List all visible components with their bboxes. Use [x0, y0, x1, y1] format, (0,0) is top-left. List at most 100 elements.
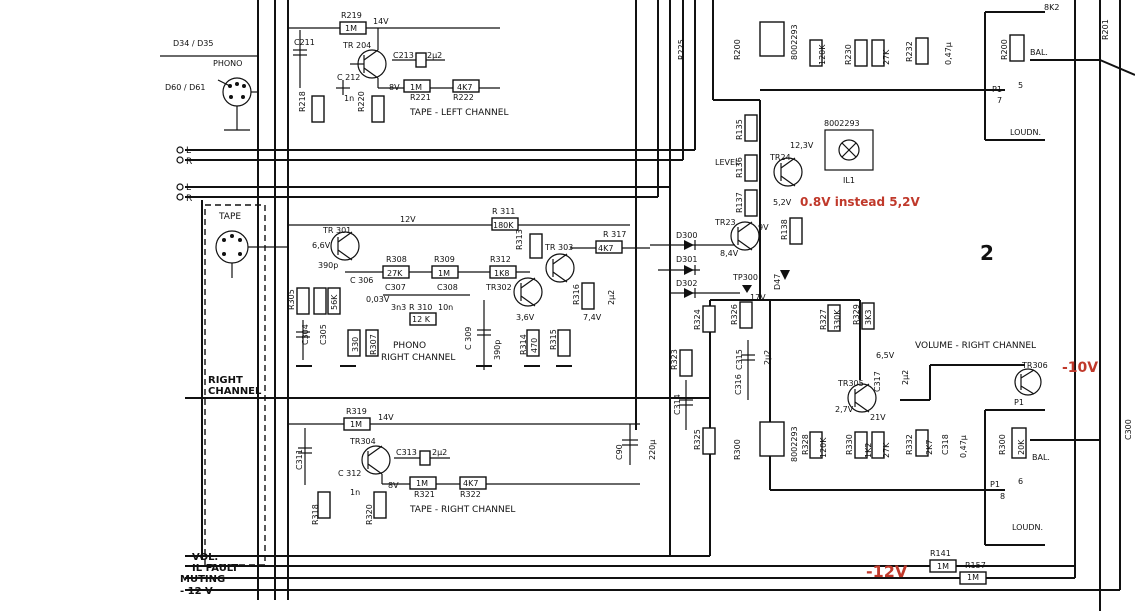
tr306-label: TR306 [1021, 361, 1048, 370]
level-label: LEVEL [715, 158, 740, 167]
r322-value: 4K7 [463, 479, 478, 488]
c317-value: 2μ2 [901, 370, 910, 385]
c218-value: 0,47μ [944, 42, 953, 65]
c316-label: C316 [734, 374, 743, 395]
c305-label: C305 [319, 324, 328, 345]
r331-value: 27K [882, 442, 891, 458]
r222-value: 4K7 [457, 83, 472, 92]
tr24-v52: 5,2V [773, 198, 792, 207]
c315-label: C315 [735, 349, 744, 370]
bus-label-r1: R [186, 157, 192, 167]
c318-value: 0,47μ [959, 435, 968, 458]
r218-label: R218 [298, 91, 307, 112]
il-fault-bus-label: IL FAULT [192, 563, 239, 574]
tr204-v8: 8V [389, 83, 400, 92]
r327-label: R327 [819, 309, 828, 330]
r312-value: 1K8 [494, 269, 509, 278]
r136-label: R136 [735, 157, 744, 178]
c312-label: C 312 [338, 469, 361, 478]
phono-stage: 12V TR 301 6,6V R 311 180K R313 TR 303 R… [287, 207, 650, 370]
r308-label: R308 [386, 255, 407, 264]
loudn-label-top: LOUDN. [1010, 128, 1041, 137]
r329-value: 3K3 [864, 310, 873, 325]
r313-label: R313 [515, 229, 524, 250]
tape-connector-shield [204, 204, 266, 566]
c3xx-value: 2μ2 [607, 290, 616, 305]
c315-value: 2μ2 [763, 350, 772, 365]
measure-bus: -12V [866, 562, 908, 581]
phono-v003: 0,03V [366, 295, 390, 304]
tr304-v14: 14V [378, 413, 394, 422]
r318-label: R318 [311, 504, 320, 525]
c307-value: 3n3 [391, 303, 406, 312]
c308-value: 10n [438, 303, 453, 312]
tr305-v65: 6,5V [876, 351, 895, 360]
r316-v: 7,4V [583, 313, 602, 322]
d302-label: D302 [676, 279, 697, 288]
phono-title: PHONO [393, 341, 426, 351]
r200b-label: R200 [1000, 39, 1009, 60]
r135-label: R135 [735, 119, 744, 140]
r309-label: R309 [434, 255, 455, 264]
r317-label: R 317 [603, 230, 626, 239]
tr204-label: TR 204 [342, 41, 371, 50]
pin6-label: 6 [1018, 477, 1023, 486]
r327-value: 330K [833, 309, 842, 330]
left-volume-stage: R200 8002293 120K R230 27K R232 0,47μ R2… [677, 3, 1110, 137]
r314-label: R314 [519, 334, 528, 355]
r141-value: 1M [937, 562, 949, 571]
r228-value: 120K [818, 44, 827, 65]
measure-tr24: 0.8V instead 5,2V [800, 195, 921, 209]
tr23-v: 8,4V [720, 249, 739, 258]
p1-top-label: P1 [992, 85, 1002, 94]
r330b-label: R330 [845, 434, 854, 455]
tape-connector-label: TAPE [218, 212, 241, 222]
c317-label: C317 [873, 371, 882, 392]
c318-label: C318 [941, 434, 950, 455]
r315-label: R315 [549, 329, 558, 350]
pin7-label: 7 [997, 96, 1002, 105]
r319-value: 1M [350, 420, 362, 429]
pin8-label: 8 [1000, 492, 1005, 501]
right-channel-label-2: CHANNEL [208, 386, 262, 397]
r230-label: R230 [844, 44, 853, 65]
tp300-v: 17V [750, 293, 766, 302]
p1-bottom-label: P1 [990, 480, 1000, 489]
r321-label: R321 [414, 490, 435, 499]
r306-value: 56K [330, 294, 339, 310]
vol-bus-label: VOL. [192, 552, 218, 563]
loudn-label-bottom: LOUDN. [1012, 523, 1043, 532]
tape-right-stage: R319 1M 14V TR304 C311 C 312 1n C313 2μ2… [288, 407, 657, 525]
r219-label: R219 [341, 11, 362, 20]
r322-label: R322 [460, 490, 481, 499]
r137-label: R137 [735, 192, 744, 213]
bus-label-r2: R [186, 194, 192, 204]
c306-value: 390p [318, 261, 338, 270]
pin5-label: 5 [1018, 81, 1023, 90]
r332-value: 2K7 [925, 440, 934, 455]
bus-labels: L R L R [176, 146, 192, 204]
bal-label-bottom: BAL. [1032, 453, 1050, 462]
c304-label: C304 [301, 324, 310, 345]
c212-label: C 212 [337, 73, 360, 82]
tr304-v8: 8V [388, 481, 399, 490]
r138-label: R138 [780, 219, 789, 240]
tp300-label: TP300 [732, 273, 758, 282]
c307-label: C307 [385, 283, 406, 292]
tr24-label: TR24 [769, 153, 791, 162]
r309-value: 1M [438, 269, 450, 278]
r221-value: 1M [410, 83, 422, 92]
c211-label: C211 [294, 38, 315, 47]
lamp-part-number: 8002293 [824, 119, 860, 128]
il1-frame [824, 129, 874, 171]
il1-label: IL1 [843, 176, 855, 185]
c308-label: C308 [437, 283, 458, 292]
c312-value: 1n [350, 488, 360, 497]
tr301-label: TR 301 [322, 226, 351, 235]
tr23-label: TR23 [714, 218, 736, 227]
r320-label: R320 [365, 504, 374, 525]
r157-label: R157 [965, 561, 986, 570]
phono-connector: D34 / D35 PHONO D60 / D61 [160, 39, 258, 131]
tr303-label: TR 303 [544, 243, 573, 252]
